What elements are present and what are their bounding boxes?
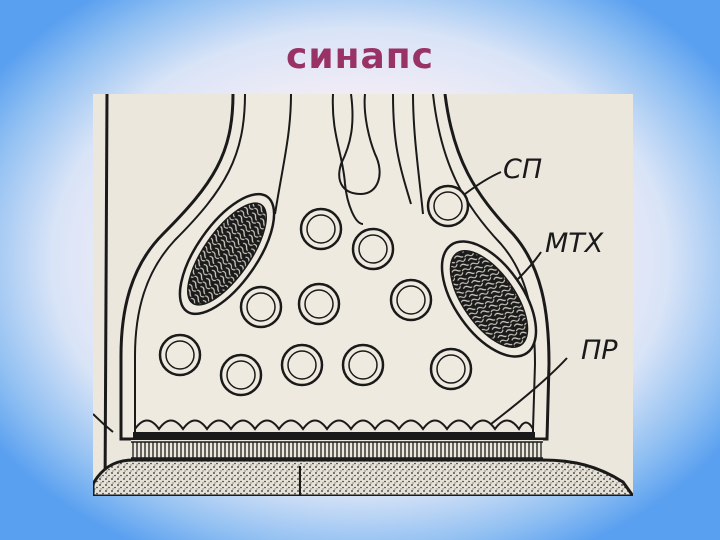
presynaptic-density xyxy=(133,421,535,441)
label-pr: ПР xyxy=(581,335,618,366)
vesicle xyxy=(299,284,339,324)
synapse-figure: СП МТХ ПР xyxy=(93,94,633,496)
synapse-diagram: СП МТХ ПР xyxy=(93,94,633,496)
vesicle xyxy=(241,287,281,327)
postsynaptic-cell xyxy=(93,460,633,496)
vesicle xyxy=(301,209,341,249)
vesicle xyxy=(282,345,322,385)
label-mtx: МТХ xyxy=(545,228,604,259)
vesicle xyxy=(428,186,468,226)
vesicle xyxy=(221,355,261,395)
vesicle xyxy=(353,229,393,269)
vesicle xyxy=(343,345,383,385)
synaptic-cleft xyxy=(131,440,543,460)
label-sp: СП xyxy=(503,154,542,185)
slide-title: синапс xyxy=(0,36,720,77)
vesicle xyxy=(431,349,471,389)
vesicle xyxy=(391,280,431,320)
left-edge-structure xyxy=(93,94,113,496)
vesicle xyxy=(160,335,200,375)
